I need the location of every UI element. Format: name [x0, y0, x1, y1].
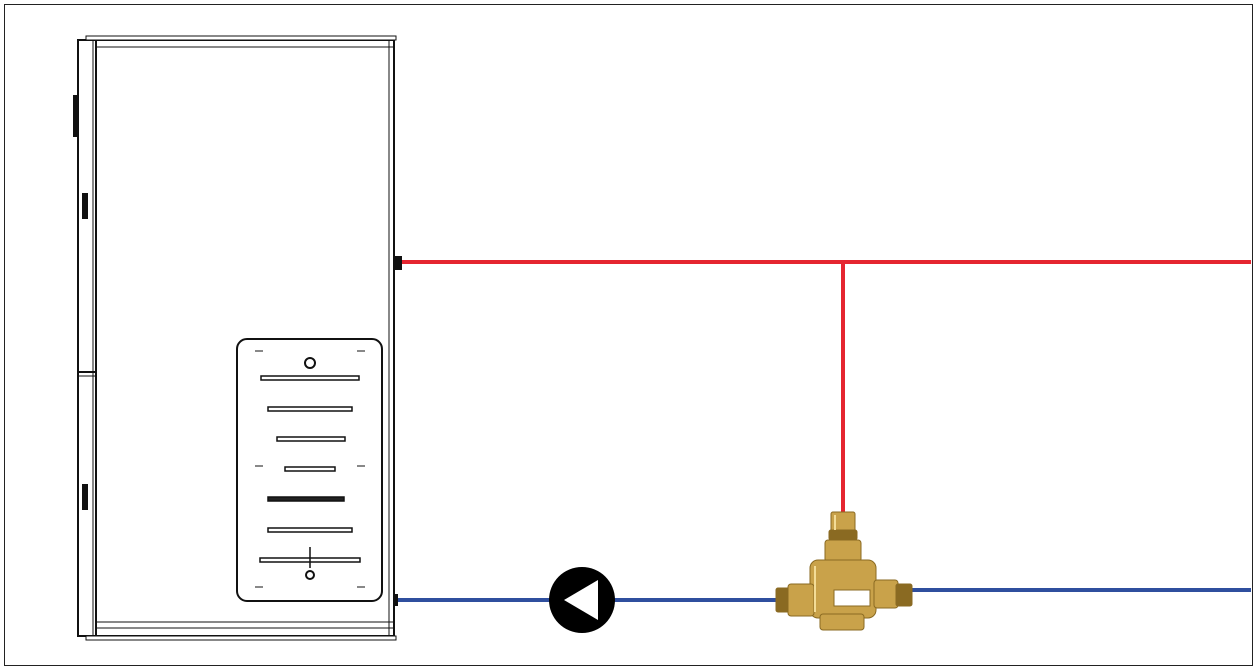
circulation-pump-icon — [549, 567, 615, 633]
control-panel-icon — [236, 338, 383, 602]
diagram-frame — [4, 4, 1253, 666]
mixing-valve-icon — [775, 511, 913, 631]
